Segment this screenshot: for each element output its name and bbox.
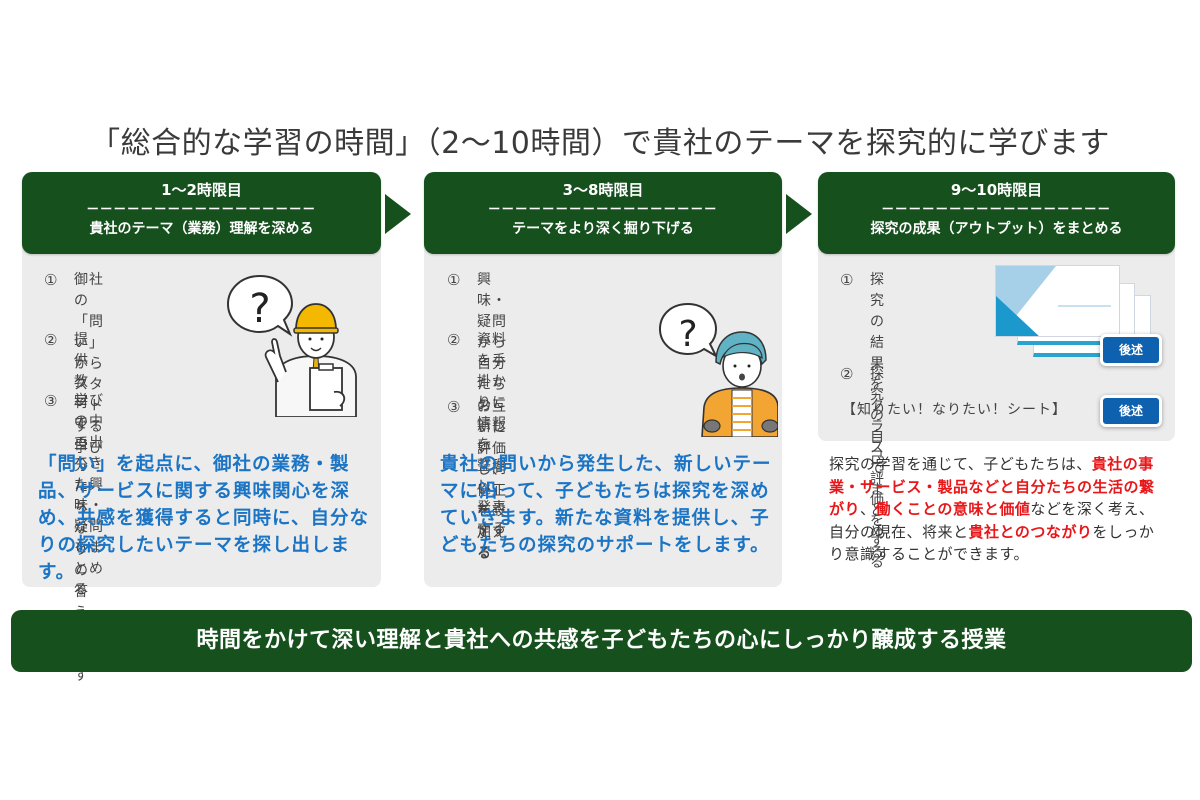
svg-text:?: ? bbox=[678, 314, 697, 355]
later-button-1[interactable]: 後述 bbox=[1100, 334, 1162, 366]
item-number: ③ bbox=[447, 398, 461, 416]
step3-divider: ーーーーーーーーーーーーーーーーー bbox=[881, 202, 1112, 216]
item-number: ① bbox=[447, 271, 461, 289]
worker-with-question-icon: ? bbox=[226, 274, 357, 417]
step3-header: 9〜10時限目 ーーーーーーーーーーーーーーーーー 探究の成果（アウトプット）を… bbox=[818, 172, 1175, 254]
item-number: ② bbox=[447, 331, 461, 349]
item-text: お互いに評価し、修正を 加える bbox=[477, 399, 507, 562]
item-text: 興味・疑問から自分たちの 新しい「問い」を設定する bbox=[477, 272, 507, 561]
step2-period: 3〜8時限目 bbox=[562, 181, 644, 199]
step1-period: 1〜2時限目 bbox=[161, 181, 242, 199]
step1-divider: ーーーーーーーーーーーーーーーーー bbox=[86, 202, 317, 216]
bottom-banner: 時間をかけて深い理解と貴社への共感を子どもたちの心にしっかり醸成する授業 bbox=[11, 610, 1192, 672]
step2-divider: ーーーーーーーーーーーーーーーーー bbox=[488, 202, 718, 216]
conclusion-highlight: 貴社とのつながり bbox=[968, 522, 1093, 541]
item-number: ③ bbox=[44, 392, 58, 410]
svg-text:?: ? bbox=[249, 286, 270, 332]
item-text: 資料を手掛かりに情報を 整理し、発表する bbox=[477, 332, 507, 537]
step3-theme: 探究の成果（アウトプット）をまとめる bbox=[870, 221, 1123, 237]
item-text: 御社の「問い」から スタートする学び bbox=[74, 272, 104, 456]
step1-header: 1〜2時限目 ーーーーーーーーーーーーーーーーー 貴社のテーマ（業務）理解を深め… bbox=[22, 172, 381, 254]
conclusion-text: 探究の学習を通じて、子どもたちは、 bbox=[829, 455, 1092, 473]
conclusion-text: 、 bbox=[860, 500, 876, 518]
conclusion-highlight: 働くことの意味と価値 bbox=[875, 500, 1031, 518]
later-button-2[interactable]: 後述 bbox=[1100, 395, 1162, 427]
step1-theme: 貴社のテーマ（業務）理解を深める bbox=[89, 221, 314, 237]
step2-summary: 貴社の問いから発生した、新しいテーマに沿って、子どもたちは探究を深めていきます。… bbox=[440, 454, 772, 556]
item-number: ② bbox=[44, 331, 58, 349]
item-text: 探究の結果を クラスでまと める bbox=[870, 272, 885, 561]
step3-conclusion: 探究の学習を通じて、子どもたちは、貴社の事業・サービス・製品などと自分たちの生活… bbox=[829, 453, 1169, 566]
step1-summary: 「問い」を起点に、御社の業務・製品、サービスに関する興味関心を深め、共感を獲得す… bbox=[38, 454, 369, 583]
item-number: ② bbox=[840, 365, 854, 383]
arrow-right-icon bbox=[786, 194, 812, 234]
conclusion-highlight: 貴社の事業・サービス・製品などと自分たちの生活の繋がり bbox=[829, 455, 1155, 518]
step2-theme: テーマをより深く掘り下げる bbox=[512, 221, 694, 237]
step3-period: 9〜10時限目 bbox=[950, 181, 1043, 199]
item-number: ① bbox=[44, 271, 58, 289]
conclusion-text: などを深く考え、自分の現在、将来と bbox=[829, 500, 1155, 541]
arrow-right-icon bbox=[385, 194, 411, 234]
item-text: 探究の自己評価をする bbox=[870, 366, 885, 571]
step3-sheet-label: 【知りたい！なりたい！シート】 bbox=[842, 402, 1067, 418]
item-number: ① bbox=[840, 271, 854, 289]
student-with-question-icon: ? bbox=[658, 302, 778, 437]
step2-header: 3〜8時限目 ーーーーーーーーーーーーーーーーー テーマをより深く掘り下げる bbox=[424, 172, 782, 254]
item-text: 学びの中で出てきた興味・ 疑問をまとめる bbox=[74, 393, 104, 598]
page-title: 「総合的な学習の時間」（2〜10時間）で貴社のテーマを探究的に学びます bbox=[90, 126, 1110, 161]
conclusion-text: をしっかり意識することができます。 bbox=[829, 522, 1155, 564]
